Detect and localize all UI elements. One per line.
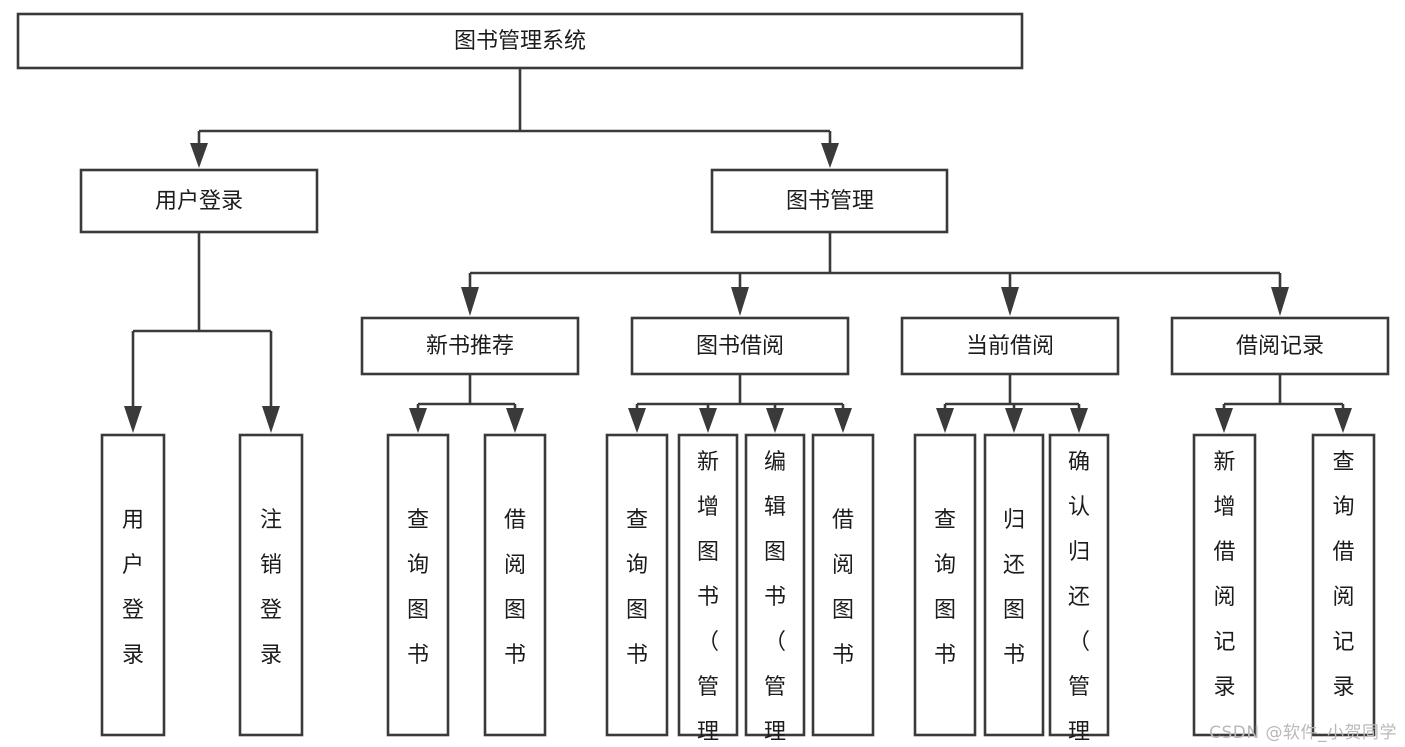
leaf-borrow-book-bor-rect[interactable] xyxy=(811,433,875,737)
node-borrow-record-label: 借阅记录 xyxy=(1236,334,1324,359)
leaf-query-book-cur-rect[interactable] xyxy=(913,433,977,737)
arrowhead-leaf-borrow-book-rec xyxy=(506,408,524,433)
arrowhead-leaf-logout xyxy=(262,406,280,433)
node-root-rect[interactable] xyxy=(16,12,1024,70)
leaf-user-login[interactable]: 用户登录 xyxy=(100,433,166,737)
arrowhead-leaf-return-book xyxy=(1005,408,1023,433)
leaf-return-book-rect[interactable] xyxy=(983,433,1045,737)
leaf-add-book-rect[interactable] xyxy=(677,433,739,737)
arrowhead-book-manage xyxy=(821,143,839,168)
arrowhead-leaf-user-login xyxy=(124,406,142,433)
arrowhead-leaf-query-book-rec xyxy=(409,408,427,433)
arrowhead-leaf-confirm-return xyxy=(1070,408,1088,433)
arrowhead-user-login xyxy=(190,143,208,168)
leaf-query-record-rect[interactable] xyxy=(1311,433,1376,737)
leaf-confirm-return[interactable]: 确认归还（管理员） xyxy=(1048,433,1110,747)
leaf-borrow-book-rec-label: 借阅图书 xyxy=(504,508,526,668)
arrowhead-leaf-query-book-cur xyxy=(936,408,954,433)
leaf-edit-book[interactable]: 编辑图书（管理员） xyxy=(744,433,806,747)
node-current-borrow[interactable]: 当前借阅 xyxy=(900,316,1120,376)
leaf-user-login-rect[interactable] xyxy=(100,433,166,737)
node-new-book-rec-label: 新书推荐 xyxy=(426,334,514,359)
node-user-login-label: 用户登录 xyxy=(155,189,243,214)
leaf-query-book-cur[interactable]: 查询图书 xyxy=(913,433,977,737)
leaf-query-book-bor[interactable]: 查询图书 xyxy=(605,433,669,737)
arrowhead-leaf-borrow-book-bor xyxy=(834,408,852,433)
leaf-query-book-cur-label: 查询图书 xyxy=(934,508,956,668)
leaf-query-book-rec-rect[interactable] xyxy=(386,433,450,737)
leaf-user-login-label: 用户登录 xyxy=(122,508,144,668)
arrowhead-leaf-edit-book xyxy=(766,408,784,433)
leaf-add-book-label: 新增图书（管理员） xyxy=(697,450,719,747)
node-borrow-record-rect[interactable] xyxy=(1170,316,1390,376)
leaf-borrow-book-bor-label: 借阅图书 xyxy=(832,508,854,668)
leaf-logout[interactable]: 注销登录 xyxy=(238,433,304,737)
node-book-borrow[interactable]: 图书借阅 xyxy=(630,316,850,376)
leaf-return-book[interactable]: 归还图书 xyxy=(983,433,1045,737)
arrowhead-book-borrow xyxy=(731,287,749,316)
node-root[interactable]: 图书管理系统 xyxy=(16,12,1024,70)
leaf-add-book[interactable]: 新增图书（管理员） xyxy=(677,433,739,747)
node-new-book-rec[interactable]: 新书推荐 xyxy=(360,316,580,376)
node-root-label: 图书管理系统 xyxy=(454,29,586,54)
leaf-logout-label: 注销登录 xyxy=(260,508,282,668)
node-book-manage[interactable]: 图书管理 xyxy=(710,168,949,234)
node-book-borrow-rect[interactable] xyxy=(630,316,850,376)
arrowhead-current-borrow xyxy=(1001,287,1019,316)
leaf-borrow-book-rec-rect[interactable] xyxy=(483,433,547,737)
node-borrow-record[interactable]: 借阅记录 xyxy=(1170,316,1390,376)
csdn-watermark: CSDN @软件_小贺同学 xyxy=(1209,723,1397,743)
leaf-query-record[interactable]: 查询借阅记录 xyxy=(1311,433,1376,737)
leaf-query-book-rec[interactable]: 查询图书 xyxy=(386,433,450,737)
leaf-borrow-book-bor[interactable]: 借阅图书 xyxy=(811,433,875,737)
node-book-manage-rect[interactable] xyxy=(710,168,949,234)
leaf-query-book-bor-label: 查询图书 xyxy=(626,508,648,668)
leaf-add-record[interactable]: 新增借阅记录 xyxy=(1192,433,1257,737)
arrowhead-leaf-query-book-bor xyxy=(628,408,646,433)
leaf-add-record-rect[interactable] xyxy=(1192,433,1257,737)
arrowhead-new-book-rec xyxy=(461,287,479,316)
leaf-borrow-book-rec[interactable]: 借阅图书 xyxy=(483,433,547,737)
arrowhead-leaf-add-record xyxy=(1215,408,1233,433)
leaf-confirm-return-rect[interactable] xyxy=(1048,433,1110,737)
leaf-return-book-label: 归还图书 xyxy=(1003,508,1025,668)
node-book-manage-label: 图书管理 xyxy=(786,189,874,214)
node-user-login[interactable]: 用户登录 xyxy=(79,168,319,234)
node-current-borrow-rect[interactable] xyxy=(900,316,1120,376)
arrowhead-leaf-add-book xyxy=(699,408,717,433)
arrowhead-leaf-query-record xyxy=(1334,408,1352,433)
connector-group xyxy=(124,68,1352,433)
leaf-logout-rect[interactable] xyxy=(238,433,304,737)
leaf-query-book-rec-label: 查询图书 xyxy=(407,508,429,668)
node-current-borrow-label: 当前借阅 xyxy=(966,334,1054,359)
leaf-edit-book-label: 编辑图书（管理员） xyxy=(764,450,786,747)
leaf-edit-book-rect[interactable] xyxy=(744,433,806,737)
node-book-borrow-label: 图书借阅 xyxy=(696,334,784,359)
leaf-query-record-label: 查询借阅记录 xyxy=(1332,450,1354,700)
leaf-node-group: 用户登录 注销登录 查询图书 借阅图书 查询图书 新增图书（管理员） 编辑图书（管理员） 借阅… xyxy=(100,433,1376,747)
arrowhead-borrow-record xyxy=(1271,287,1289,316)
leaf-confirm-return-label: 确认归还（管理员） xyxy=(1068,450,1090,747)
node-new-book-rec-rect[interactable] xyxy=(360,316,580,376)
leaf-query-book-bor-rect[interactable] xyxy=(605,433,669,737)
node-user-login-rect[interactable] xyxy=(79,168,319,234)
leaf-add-record-label: 新增借阅记录 xyxy=(1213,450,1235,700)
